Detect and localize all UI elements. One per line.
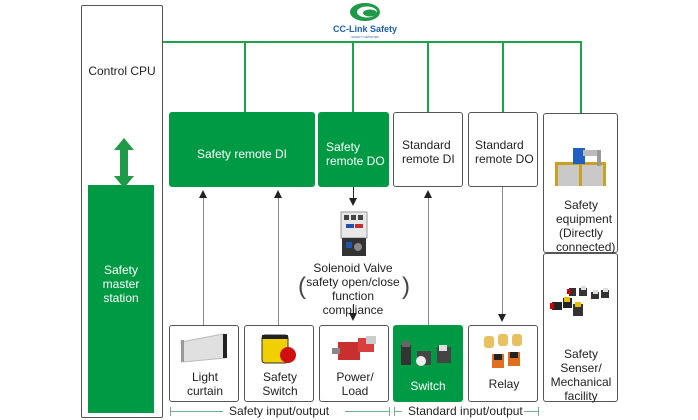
- standard-remote-di-label: Standard remote DI: [402, 138, 455, 166]
- bus-drop-safety-equipment: [580, 41, 582, 114]
- relays-image: [484, 334, 522, 368]
- standard-io-legend: Standard input/output: [408, 404, 523, 418]
- standard-remote-do-label: Standard remote DO: [475, 138, 534, 166]
- switches-image: [401, 341, 451, 366]
- standard-io-bracket-right: [538, 407, 539, 416]
- relay-device[interactable]: Relay: [468, 325, 538, 402]
- power-load-device[interactable]: Power/ Load: [319, 325, 389, 402]
- safety-remote-di-label: Safety remote DI: [196, 147, 288, 161]
- cc-link-safety-logo: CC-Link Safety SAFETY NETWORK: [325, 2, 405, 39]
- network-bus-horizontal: [162, 41, 582, 43]
- safety-master-station-label: Safety master station: [102, 263, 140, 305]
- standard-io-line-right: [524, 411, 538, 412]
- power-load-label: Power/ Load: [336, 370, 374, 398]
- solenoid-bracket-right: ): [402, 273, 410, 300]
- solenoid-valve-line2: safety open/close: [306, 275, 400, 289]
- safety-remote-di-module[interactable]: Safety remote DI: [169, 112, 315, 187]
- standard-do-to-relay-line: [502, 187, 503, 315]
- bus-drop-standard-do: [502, 41, 504, 112]
- solenoid-valve-image: [340, 211, 368, 256]
- cc-link-logo-icon: [350, 3, 380, 21]
- light-curtain-device[interactable]: Light curtain: [169, 325, 239, 402]
- solenoid-valve-line3: function compliance: [323, 289, 384, 317]
- safety-io-line-right: [345, 411, 389, 412]
- safety-switch-device[interactable]: Safety Switch: [244, 325, 314, 402]
- safety-switch-label: Safety Switch: [262, 370, 298, 398]
- safety-equipment-box[interactable]: Safety equipment (Directly connected): [543, 113, 618, 254]
- safety-io-line-left: [170, 411, 223, 412]
- standard-io-line-left: [394, 411, 402, 412]
- switch-device[interactable]: Switch: [393, 325, 463, 402]
- solenoid-to-load-line: [353, 304, 354, 314]
- relay-label: Relay: [488, 377, 520, 391]
- safety-io-legend: Safety input/output: [229, 404, 330, 418]
- switch-label: Switch: [410, 379, 446, 393]
- control-cpu-label: Control CPU: [88, 64, 156, 78]
- control-cpu-box[interactable]: Control CPU Safety master station: [81, 5, 163, 418]
- bidirectional-arrow-icon: [114, 138, 134, 188]
- robot-cell-image: [555, 148, 606, 186]
- safety-switch-arrow-icon: [274, 190, 282, 198]
- standard-remote-do-module[interactable]: Standard remote DO: [468, 112, 538, 187]
- switch-signal-line: [428, 195, 429, 325]
- bus-drop-standard-di: [427, 41, 429, 112]
- solenoid-arrow-icon: [349, 313, 357, 321]
- safety-sensor-box[interactable]: Safety Senser/ Mechanical facility: [543, 253, 618, 403]
- bus-drop-safety-do: [352, 41, 354, 112]
- safety-master-station[interactable]: Safety master station: [88, 185, 154, 413]
- safety-remote-do-module[interactable]: Safety remote DO: [318, 112, 389, 187]
- motor-image: [332, 336, 376, 360]
- safety-do-arrow-icon: [349, 198, 357, 206]
- logo-subtext: SAFETY NETWORK: [351, 35, 379, 39]
- logo-text: CC-Link Safety: [332, 24, 397, 34]
- light-curtain-image: [180, 333, 227, 363]
- bus-drop-safety-di: [244, 41, 246, 112]
- safety-sensors-image: [550, 286, 609, 316]
- safety-io-bracket-right: [389, 407, 390, 416]
- emergency-stop-image: [261, 334, 296, 364]
- safety-equipment-label: Safety equipment (Directly connected): [556, 198, 616, 254]
- relay-arrow-icon: [498, 314, 506, 322]
- light-curtain-signal-line: [203, 195, 204, 325]
- safety-do-to-solenoid-line: [353, 187, 354, 200]
- safety-remote-do-label: Safety remote DO: [326, 140, 385, 168]
- standard-di-arrow-icon: [424, 190, 432, 198]
- light-curtain-label: Light curtain: [186, 370, 224, 398]
- safety-sensor-label: Safety Senser/ Mechanical facility: [550, 347, 612, 403]
- solenoid-valve-title: Solenoid Valve: [313, 261, 393, 275]
- light-curtain-arrow-icon: [199, 190, 207, 198]
- safety-switch-signal-line: [278, 195, 279, 325]
- solenoid-bracket-left: (: [298, 273, 306, 300]
- standard-remote-di-module[interactable]: Standard remote DI: [393, 112, 463, 187]
